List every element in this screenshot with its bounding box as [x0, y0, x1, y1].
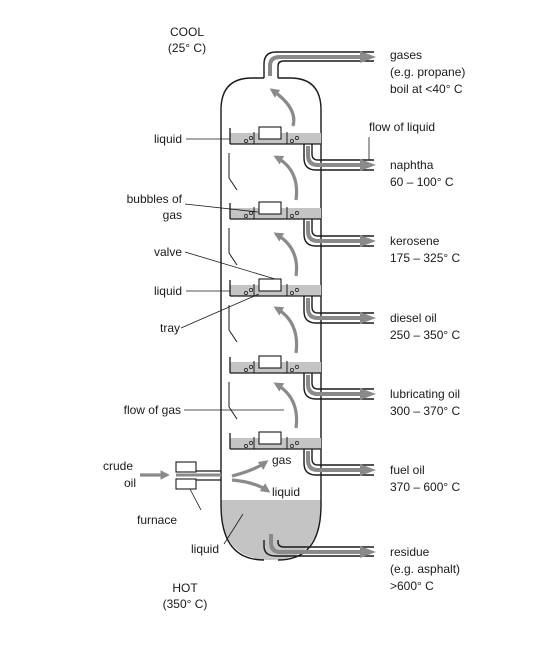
fuel-oil-label: fuel oil [390, 463, 425, 477]
crude-oil-label-1: crude [103, 459, 133, 473]
column-shell [220, 77, 322, 561]
hot-temp-label: (350° C) [163, 597, 208, 611]
kerosene-label: kerosene [390, 234, 440, 248]
valve-label: valve [154, 245, 182, 259]
leader-lines [180, 137, 370, 545]
cool-temp-label: (25° C) [168, 41, 206, 55]
bubbles-of-gas-label-2: gas [163, 208, 182, 222]
tray-5 [229, 431, 321, 450]
side-outlet-pipes [303, 144, 376, 476]
lubricating-oil-temp-label: 300 – 370° C [390, 404, 461, 418]
gases-example-label: (e.g. propane) [390, 65, 465, 79]
flow-of-liquid-label: flow of liquid [369, 120, 435, 134]
residue-example-label: (e.g. asphalt) [390, 562, 460, 576]
flow-of-gas-label: flow of gas [124, 403, 181, 417]
cool-label: COOL [170, 25, 204, 39]
gases-temp-label: boil at <40° C [390, 82, 463, 96]
naphtha-label: naphtha [390, 158, 434, 172]
hot-label: HOT [172, 581, 198, 595]
diesel-oil-temp-label: 250 – 350° C [390, 328, 461, 342]
liquid-bottom-label: liquid [191, 542, 219, 556]
tray-1 [228, 126, 321, 178]
tray-3 [228, 278, 321, 330]
residue-label: residue [390, 545, 430, 559]
downcomer-baffles [228, 177, 238, 420]
bubbles-of-gas-label-1: bubbles of [127, 192, 183, 206]
fuel-oil-temp-label: 370 – 600° C [390, 480, 461, 494]
gas-flow-arrows [231, 88, 299, 493]
tray-2 [228, 201, 321, 253]
tray-label: tray [160, 321, 180, 335]
crude-oil-label-2: oil [124, 476, 136, 490]
liquid-mid-label: liquid [154, 284, 182, 298]
gases-label: gases [390, 48, 422, 62]
residue-temp-label: >600° C [390, 579, 434, 593]
furnace-label: furnace [137, 513, 177, 527]
residue-outlet-pipe [263, 530, 376, 558]
diesel-oil-label: diesel oil [390, 311, 437, 325]
liquid-inner-label: liquid [272, 485, 300, 499]
lubricating-oil-label: lubricating oil [390, 387, 460, 401]
naphtha-temp-label: 60 – 100° C [390, 175, 454, 189]
gas-inner-label: gas [272, 453, 291, 467]
liquid-top-label: liquid [154, 132, 182, 146]
gases-outlet-pipe [263, 51, 376, 78]
kerosene-temp-label: 175 – 325° C [390, 251, 461, 265]
furnace [175, 461, 197, 490]
tray-4 [228, 355, 321, 407]
